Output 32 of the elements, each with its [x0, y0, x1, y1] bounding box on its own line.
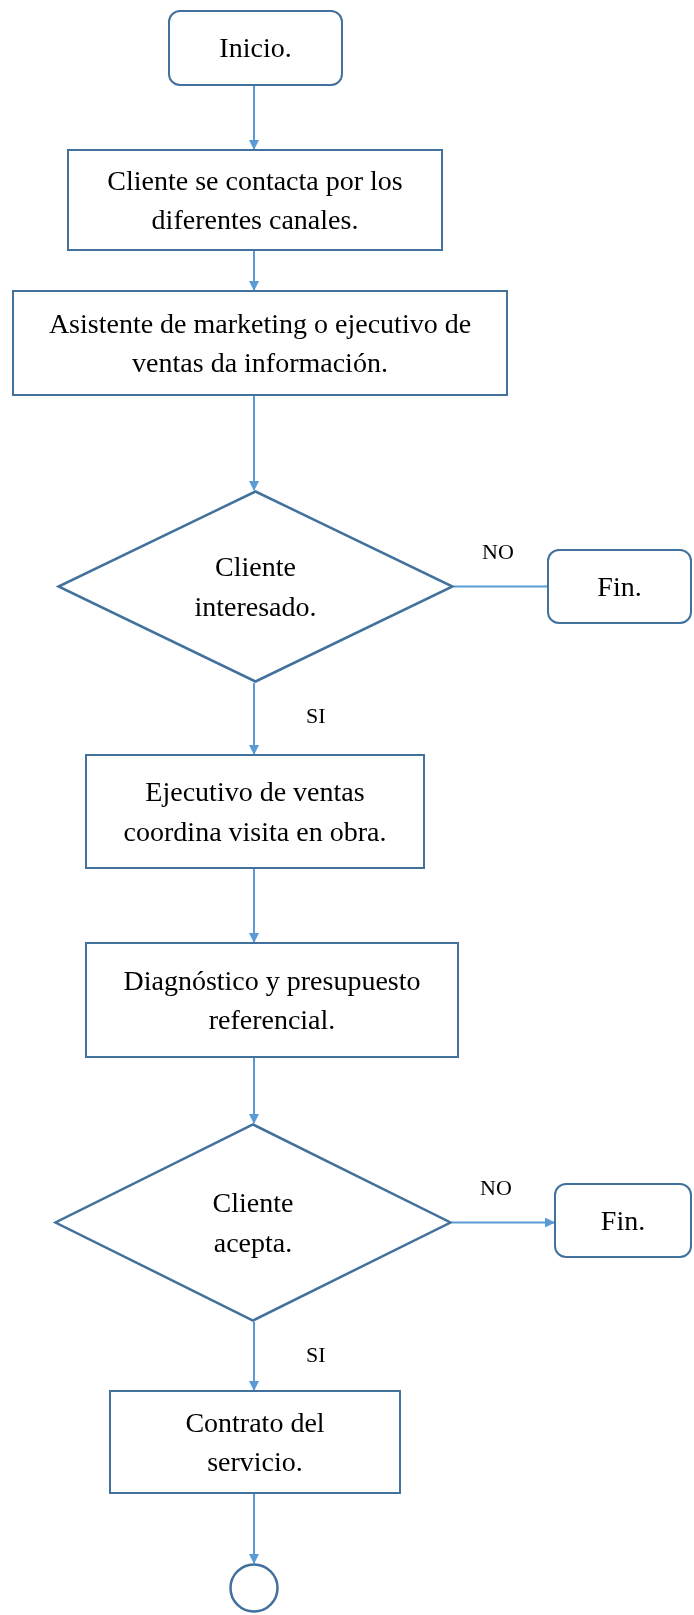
arrow [249, 1321, 259, 1391]
end-terminal [547, 549, 692, 624]
terminal-text: Inicio. [219, 31, 292, 66]
end-terminal [554, 1183, 692, 1258]
process-box [109, 1390, 401, 1494]
edge-label: SI [306, 1344, 326, 1366]
arrow [249, 250, 259, 291]
process-box [85, 754, 425, 869]
process-text: Asistente de marketing o ejecutivo de ventas da información. [47, 306, 473, 380]
process-box [12, 290, 508, 396]
edge-label: NO [480, 1176, 512, 1199]
arrow [249, 395, 259, 491]
process-box [85, 942, 459, 1058]
process-text: Diagnóstico y presupuesto referencial. [122, 963, 422, 1037]
arrow [451, 1217, 555, 1228]
terminal-text: Fin. [597, 569, 642, 604]
terminal-text: Fin. [600, 1203, 646, 1238]
start-terminal [168, 10, 343, 86]
process-box [67, 149, 443, 251]
decision-text: Cliente interesado. [193, 550, 318, 624]
edge-label: SI [306, 705, 326, 727]
connector-line [453, 585, 548, 588]
process-text: Cliente se contacta por los diferentes canales. [106, 163, 404, 237]
edge-label: NO [482, 540, 514, 563]
arrow [249, 85, 259, 150]
arrow [249, 868, 259, 943]
arrow [249, 682, 259, 755]
arrow [249, 1493, 259, 1564]
process-text: Contrato del servicio. [184, 1405, 326, 1479]
decision-text: Cliente acepta. [211, 1186, 295, 1260]
process-text: Ejecutivo de ventas coordina visita en obra. [122, 775, 388, 849]
arrow [249, 1057, 259, 1124]
